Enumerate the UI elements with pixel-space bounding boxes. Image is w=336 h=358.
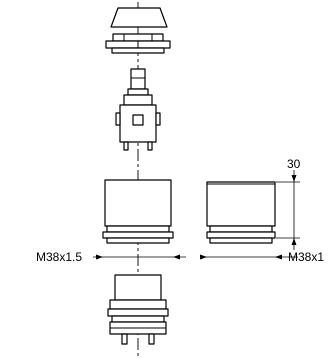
thread-right-label: M38x1 <box>288 250 324 264</box>
cap-part <box>110 7 168 28</box>
housing-part-m38x1-5 <box>102 179 174 244</box>
thread-dimension-right: M38x1 <box>200 250 324 264</box>
threaded-base-part <box>107 274 169 345</box>
housing-part-m38x1 <box>206 181 276 244</box>
thread-left-label: M38x1.5 <box>36 250 82 264</box>
height-dimension-label: 30 <box>287 157 301 171</box>
contact-block-part <box>115 68 161 151</box>
height-dimension: 30 <box>276 157 301 250</box>
flange-ring-part <box>105 33 171 54</box>
thread-dimension-left: M38x1.5 <box>36 250 186 264</box>
